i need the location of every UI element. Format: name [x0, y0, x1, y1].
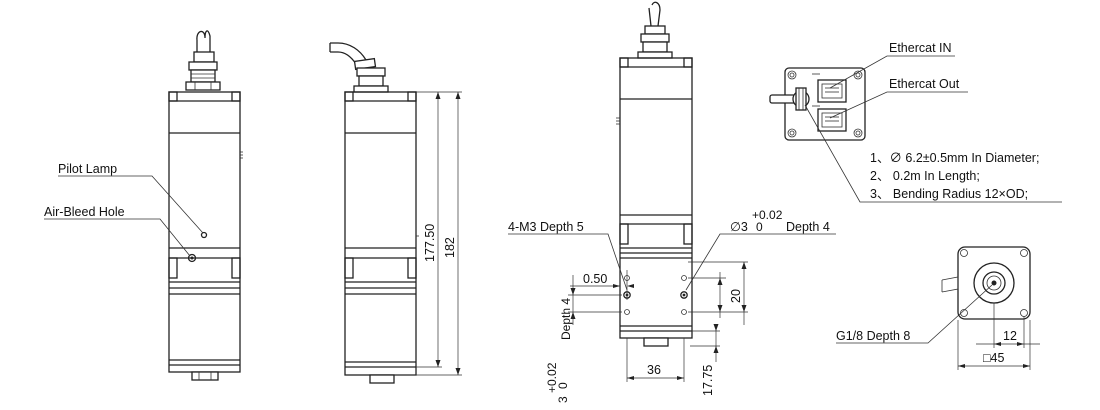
air-bleed-hole-dot: [187, 253, 197, 263]
side-depth-label: Depth 4: [559, 298, 573, 340]
phi3-label: ∅3: [730, 220, 748, 234]
m3-depth-label: 4-M3 Depth 5: [508, 220, 584, 234]
dim-0-50: 0.50: [583, 272, 607, 286]
flange-view: G1/8 Depth 8 12 □45: [836, 246, 1040, 370]
connector-view: Ethercat IN Ethercat Out 1、∅ 6.2±0.5mm I…: [769, 41, 1062, 203]
side-tol-value: 3: [556, 396, 570, 403]
dim-182: 182: [443, 237, 457, 258]
side-tol-bottom: 0: [556, 382, 570, 389]
front-view: Pilot Lamp Air-Bleed Hole: [44, 30, 243, 381]
ethercat-out-label: Ethercat Out: [889, 77, 960, 91]
dim-20: 20: [729, 289, 743, 303]
phi3-depth-label: Depth 4: [786, 220, 830, 234]
note-1: 1、∅ 6.2±0.5mm In Diameter;: [870, 151, 1039, 165]
mount-holes: [623, 275, 688, 315]
dim-36: 36: [647, 363, 661, 377]
phi3-tol-top: +0.02: [752, 208, 783, 222]
side-tol-top: +0.02: [545, 362, 559, 393]
phi3-tol-bottom: 0: [756, 220, 763, 234]
ethercat-in-label: Ethercat IN: [889, 41, 952, 55]
dim-45: □45: [983, 351, 1005, 365]
note-3: 3、 Bending Radius 12×OD;: [870, 187, 1028, 201]
cable-notes: 1、∅ 6.2±0.5mm In Diameter; 2、 0.2m In Le…: [870, 151, 1039, 201]
pilot-lamp-dot: [200, 231, 208, 239]
rear-view: 4-M3 Depth 5 ∅3 +0.02 0 Depth 4 0.50 Dep…: [508, 1, 836, 403]
note-2: 2、 0.2m In Length;: [870, 169, 980, 183]
dim-12: 12: [1003, 329, 1017, 343]
dim-17-75: 17.75: [701, 365, 715, 396]
side-view: 177.50 182: [329, 42, 462, 384]
air-bleed-hole-label: Air-Bleed Hole: [44, 205, 125, 219]
pilot-lamp-label: Pilot Lamp: [58, 162, 117, 176]
dim-177-50: 177.50: [423, 224, 437, 262]
g18-depth-label: G1/8 Depth 8: [836, 329, 910, 343]
